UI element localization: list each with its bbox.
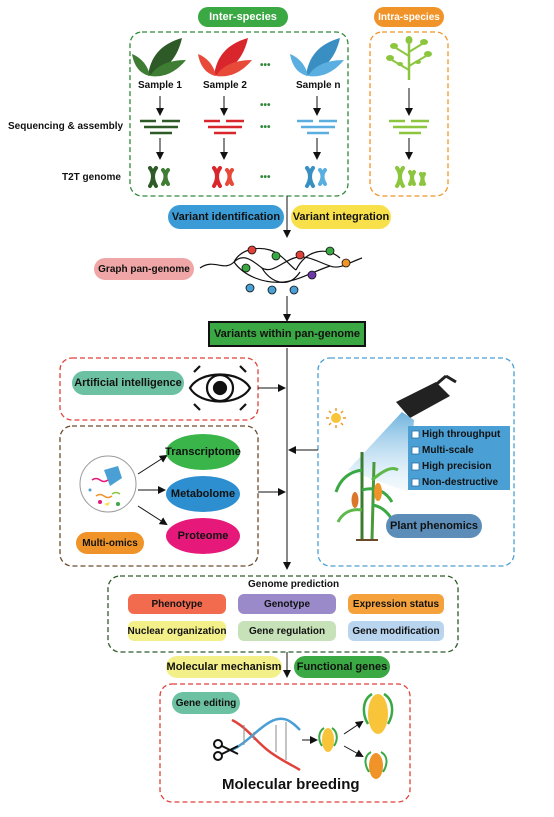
feature-high-throughput: High throughput [422,429,501,440]
prediction-expression-status: Expression status [348,594,444,614]
genome-prediction-box [107,575,459,653]
prediction-genotype: Genotype [238,594,336,614]
graph-pan-genome-pill: Graph pan-genome [94,258,194,280]
plant-phenomics-pill: Plant phenomics [386,514,482,538]
sample-n-label: Sample n [296,80,341,91]
intra-species-label: Intra-species [374,7,444,27]
sequencing-assembly-label: Sequencing & assembly [8,121,124,132]
molecular-breeding-title: Molecular breeding [222,776,360,793]
graph-nodes [241,245,351,295]
ai-eye-icon [188,365,252,411]
light-beam [348,412,414,492]
ai-box [59,357,259,421]
sample-1-label: Sample 1 [138,80,182,91]
maize-plant-icon [334,452,399,541]
artificial-intelligence-pill: Artificial intelligence [72,371,184,395]
variant-integration-pill: Variant integration [291,205,391,229]
inter-species-box [129,31,349,197]
variants-within-pan-genome-box: Variants within pan-genome [208,321,366,347]
ellipsis-1: ••• [260,60,271,71]
variant-identification-pill: Variant identification [168,205,284,229]
intra-species-box [369,31,449,197]
leaf-icon-1 [132,38,186,77]
corn-icon-large [362,692,394,734]
corn-icon-medium [364,751,388,779]
prediction-gene-modification: Gene modification [348,621,444,641]
corn-icon-small [318,727,338,752]
multi-omics-pill: Multi-omics [76,532,144,554]
ellipsis-2: ••• [260,100,271,111]
omics-branch-arrows [137,454,168,526]
molecular-mechanism-pill: Molecular mechanism [166,656,282,678]
feature-non-destructive: Non-destructive [422,477,499,488]
t2t-genome-label: T2T genome [62,172,121,183]
feature-checkboxes [411,430,420,487]
breeding-arrow-up [343,720,364,735]
camera-icon [396,374,457,418]
transcriptome-ellipse: Transcriptome [165,434,241,470]
multi-omics-box [59,425,259,567]
gene-editing-pill: Gene editing [172,692,240,714]
sample-arrows [156,88,413,160]
metabolome-ellipse: Metabolome [166,476,240,512]
dna-icon [231,717,301,772]
assembly-reads [140,119,429,135]
graph-pan-genome-network [199,247,363,283]
feature-high-precision: High precision [422,461,492,472]
chromosome-icons [148,166,426,188]
breeding-arrow-down [343,745,364,757]
leaf-icon-n [290,38,344,77]
feature-multi-scale: Multi-scale [422,445,474,456]
proteome-ellipse: Proteome [166,518,240,554]
phenomics-feature-panel [408,426,510,490]
ellipsis-4: ••• [260,172,271,183]
prediction-nuclear-organization: Nuclear organization [128,621,226,641]
molecular-breeding-box [159,683,411,803]
plant-icon [386,36,432,80]
prediction-phenotype: Phenotype [128,594,226,614]
sun-icon [326,408,346,428]
prediction-gene-regulation: Gene regulation [238,621,336,641]
leaf-icon-2 [198,38,252,77]
ellipsis-3: ••• [260,122,271,133]
genome-prediction-title: Genome prediction [248,579,340,590]
inter-species-label: Inter-species [198,7,288,27]
cell-icon [79,455,137,513]
scissors-icon [213,739,239,761]
sample-2-label: Sample 2 [203,80,247,91]
phenomics-box [317,357,515,567]
functional-genes-pill: Functional genes [294,656,390,678]
